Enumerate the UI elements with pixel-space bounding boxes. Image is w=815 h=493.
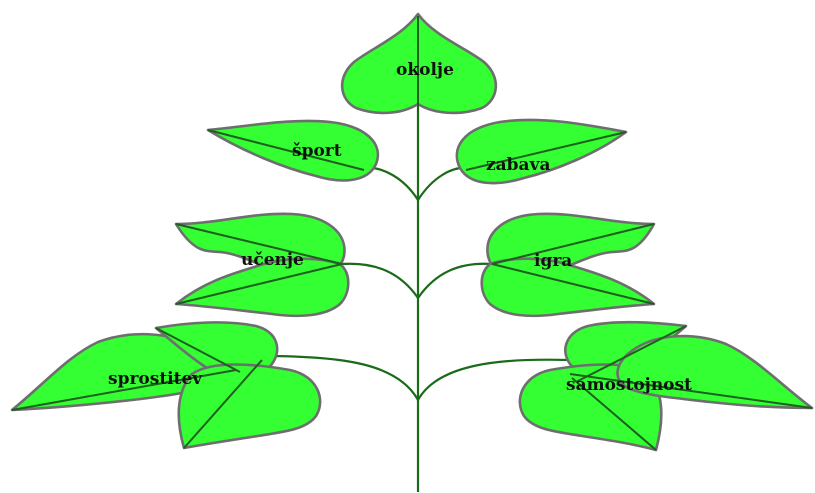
branch-row1-left — [364, 168, 418, 200]
leaf-sprostitev: sprostitev — [12, 322, 320, 448]
leaf-ucenje: učenje — [176, 214, 348, 316]
leaf-samostojnost: samostojnost — [520, 322, 812, 450]
leaf-sport: šport — [208, 121, 378, 181]
leaf-label-ucenje: učenje — [241, 250, 304, 270]
branch-row1-right — [418, 168, 468, 200]
branch-row2-left — [342, 264, 418, 298]
leaf-label-sprostitev: sprostitev — [108, 369, 203, 389]
leaf-igra: igra — [482, 214, 654, 316]
leaf-label-zabava: zabava — [486, 155, 550, 175]
leaf-label-samostojnost: samostojnost — [566, 375, 692, 395]
leaf-label-igra: igra — [534, 251, 572, 271]
leaf-label-okolje: okolje — [396, 60, 454, 80]
leaf-zabava: zabava — [457, 120, 626, 183]
leaf-okolje: okolje — [342, 14, 496, 113]
leaf-label-sport: šport — [292, 141, 342, 161]
